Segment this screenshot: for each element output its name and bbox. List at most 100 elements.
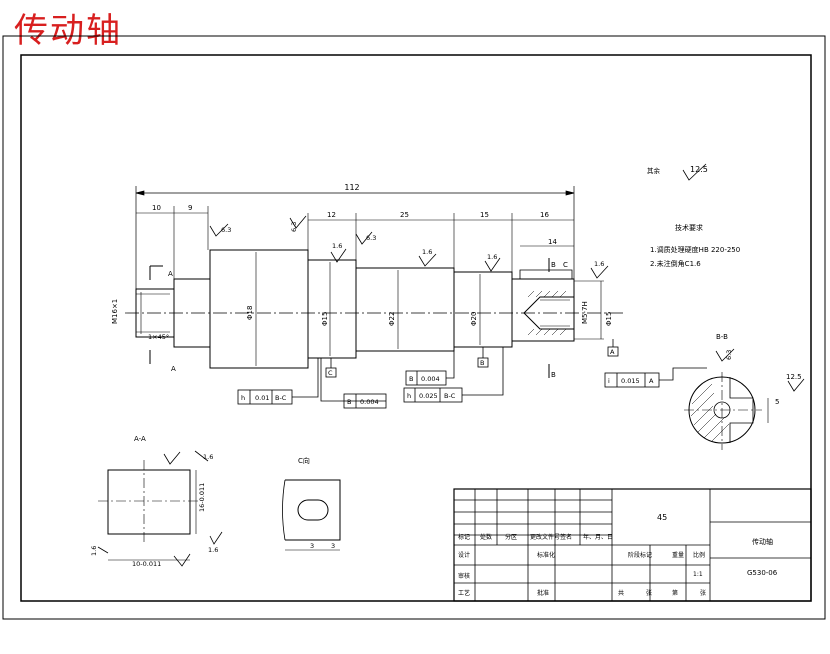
tb-row-1: 处数	[480, 533, 492, 541]
diameter-dims	[255, 252, 604, 366]
dim-chamfer: 1×45°	[148, 333, 169, 341]
notes-line1: 1.调质处理硬度HB 220-250	[650, 245, 740, 254]
tb-row-3: 更改文件号	[530, 533, 560, 541]
dim-dia-1: Φ18	[246, 306, 254, 320]
dim-thread-right: M5-7H	[581, 301, 589, 324]
tb-scale: 1:1	[693, 571, 703, 578]
rough-63d: 6.3	[725, 350, 733, 360]
title-block	[453, 488, 812, 602]
rough-125b: 12.5	[786, 373, 802, 381]
tb-process: 工艺	[458, 589, 470, 597]
shaft-seg-6	[453, 271, 513, 348]
dim-16: 16	[540, 211, 549, 219]
dim-dia-4: Φ20	[470, 312, 478, 326]
tb-stage: 阶段标记	[628, 551, 652, 559]
tb-approve: 批准	[537, 589, 549, 597]
tol3-val: 0.004	[421, 375, 440, 383]
tol1-sym: h	[241, 394, 245, 402]
datum-b: B	[480, 359, 484, 367]
tol4-val: 0.025	[419, 392, 438, 400]
notes-line2: 2.未注倒角C1.6	[650, 259, 701, 268]
dim-10: 10	[152, 204, 161, 212]
tb-drawing-no: G530-06	[747, 569, 778, 577]
tol5-val: 0.015	[621, 377, 640, 385]
tol2-val: 0.004	[360, 398, 379, 406]
dim-12: 12	[327, 211, 336, 219]
dim-25: 25	[400, 211, 409, 219]
tapped-hole	[523, 296, 574, 330]
rough-125: 12.5	[690, 165, 708, 174]
shaft-seg-3	[209, 249, 309, 369]
dim-overall: 112	[344, 183, 359, 192]
section-mark-a-bot: A	[171, 365, 176, 373]
tol4-ref: B-C	[444, 392, 456, 400]
section-aa	[98, 460, 200, 561]
tb-ratio: 比例	[693, 551, 705, 559]
rough-16a: 1.6	[332, 242, 342, 250]
tol5-sym: i	[608, 377, 610, 385]
rough-16d: 1.6	[594, 260, 604, 268]
dim-key-b: 3	[331, 542, 335, 550]
dim-section-2: 10-0.011	[132, 560, 161, 568]
tb-sheet-of: 张	[646, 589, 652, 597]
tb-row-4: 签名	[560, 533, 572, 541]
tb-material: 45	[657, 513, 667, 522]
section-mark-b-top: B	[551, 261, 556, 269]
tol1-ref: B-C	[275, 394, 287, 402]
datum-c: C	[328, 369, 333, 377]
dim-9: 9	[188, 204, 192, 212]
rough-16g: 1.6	[208, 546, 218, 554]
tb-design: 设计	[458, 551, 470, 559]
tol3-sym: B	[409, 375, 413, 383]
rough-63b: 6.3	[290, 222, 298, 232]
shaft-main-view	[125, 249, 625, 369]
rough-16c: 1.6	[487, 253, 497, 261]
tb-weight: 重量	[672, 551, 684, 559]
tb-row-5: 年、月、日	[583, 533, 613, 541]
rough-16b: 1.6	[422, 248, 432, 256]
dim-dia-5: Φ15	[605, 312, 613, 326]
section-bb	[684, 372, 769, 450]
tb-row-0: 标记	[458, 533, 470, 541]
tb-row-2: 分区	[505, 533, 517, 541]
view-cc-label: C向	[298, 456, 310, 465]
rough-63a: 6.3	[221, 226, 231, 234]
view-aa-label: A-A	[134, 435, 146, 443]
inner-frame	[20, 54, 812, 602]
tb-review: 审核	[458, 572, 470, 580]
outer-border	[2, 35, 826, 620]
tb-part-name: 传动轴	[752, 537, 773, 546]
shaft-seg-4	[307, 259, 357, 359]
dim-14: 14	[548, 238, 557, 246]
rough-63c: 6.3	[366, 234, 376, 242]
dim-15: 15	[480, 211, 489, 219]
shaft-seg-5	[355, 267, 455, 352]
tb-sheet-no: 第	[672, 589, 678, 597]
view-c	[282, 479, 341, 551]
notes-heading: 技术要求	[675, 223, 703, 232]
tb-sheet-of2: 张	[700, 589, 706, 597]
tolerance-frames	[237, 347, 707, 409]
section-mark-a-top: A	[168, 270, 173, 278]
tol1-val: 0.01	[255, 394, 269, 402]
tb-standard: 标准化	[537, 551, 555, 559]
dim-section-1: 16-0.011	[198, 483, 206, 512]
dim-thread-left: M16×1	[111, 299, 119, 324]
rough-other: 其余	[647, 166, 661, 175]
drawing-title: 传动轴	[14, 11, 122, 51]
dim-dia-2: Φ15	[321, 312, 329, 326]
tol2-sym: B	[347, 398, 351, 406]
dim-dia-3: Φ22	[388, 312, 396, 326]
step-dims	[136, 206, 574, 279]
datum-a: A	[610, 348, 615, 356]
section-mark-b-bot: B	[551, 371, 556, 379]
dim-key-w: 5	[775, 398, 779, 406]
rough-16e: 1.6	[203, 453, 213, 461]
tb-sheet-total: 共	[618, 589, 624, 597]
view-mark-c: C	[563, 261, 568, 269]
view-bb-label: B-B	[716, 333, 728, 341]
rough-16f: 1.6	[90, 546, 98, 556]
dim-key-a: 3	[310, 542, 314, 550]
tol4-sym: h	[407, 392, 411, 400]
